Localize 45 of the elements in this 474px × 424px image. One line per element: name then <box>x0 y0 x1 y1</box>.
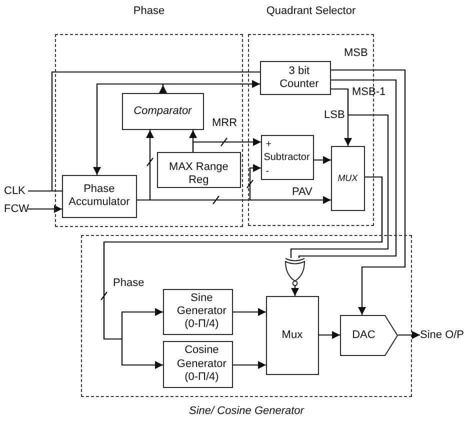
box-label: Comparator <box>134 104 192 118</box>
process-box <box>162 340 233 388</box>
connector-arrow <box>291 286 299 296</box>
connector-arrow <box>233 361 266 369</box>
signal-label: FCW <box>4 203 30 215</box>
process-box <box>62 174 137 218</box>
region-title: Phase <box>133 5 165 17</box>
connector-arrow <box>192 137 262 153</box>
connector-arrow <box>93 83 167 175</box>
process-box <box>156 152 241 188</box>
process-box <box>122 92 204 130</box>
box-label: Phase Accumulator <box>68 183 131 210</box>
signal-label: Phase <box>113 276 144 290</box>
process-box <box>266 296 319 375</box>
box-label: 3 bit Counter <box>278 64 320 91</box>
process-box <box>330 146 365 211</box>
sign-label: + <box>266 138 272 151</box>
box-label: Sine Generator (0-Π/4) <box>176 292 228 332</box>
signal-label: MSB <box>344 46 368 60</box>
connector-arrow <box>331 69 406 315</box>
process-box <box>260 60 331 95</box>
connector-arrow <box>314 156 331 164</box>
connector-arrow <box>398 331 420 339</box>
box-label: MAX Range Reg <box>168 160 230 188</box>
connector-arrow <box>319 331 340 339</box>
signal-label: Sine O/P <box>420 329 464 341</box>
signal-label: MSB-1 <box>352 85 386 99</box>
box-label: MUX <box>338 172 358 184</box>
signal-label: LSB <box>324 108 345 122</box>
process-box <box>162 288 233 335</box>
connector-arrow <box>103 176 383 369</box>
process-box <box>260 134 314 180</box>
connector-arrow <box>233 308 266 316</box>
region-title: Sine/ Cosine Generator <box>189 405 304 417</box>
box-label: Subtractor <box>264 152 310 164</box>
sign-label: - <box>266 166 270 178</box>
connector-arrow <box>28 205 62 213</box>
box-label: Mux <box>282 328 303 342</box>
box-label: Cosine Generator (0-Π/4) <box>176 344 228 384</box>
connector-arrow <box>136 195 332 205</box>
signal-label: CLK <box>4 185 26 197</box>
region-title: Quadrant Selector <box>266 5 356 17</box>
box-label: DAC <box>352 329 376 342</box>
signal-label: PAV <box>292 185 312 199</box>
signal-label: MRR <box>212 116 238 130</box>
